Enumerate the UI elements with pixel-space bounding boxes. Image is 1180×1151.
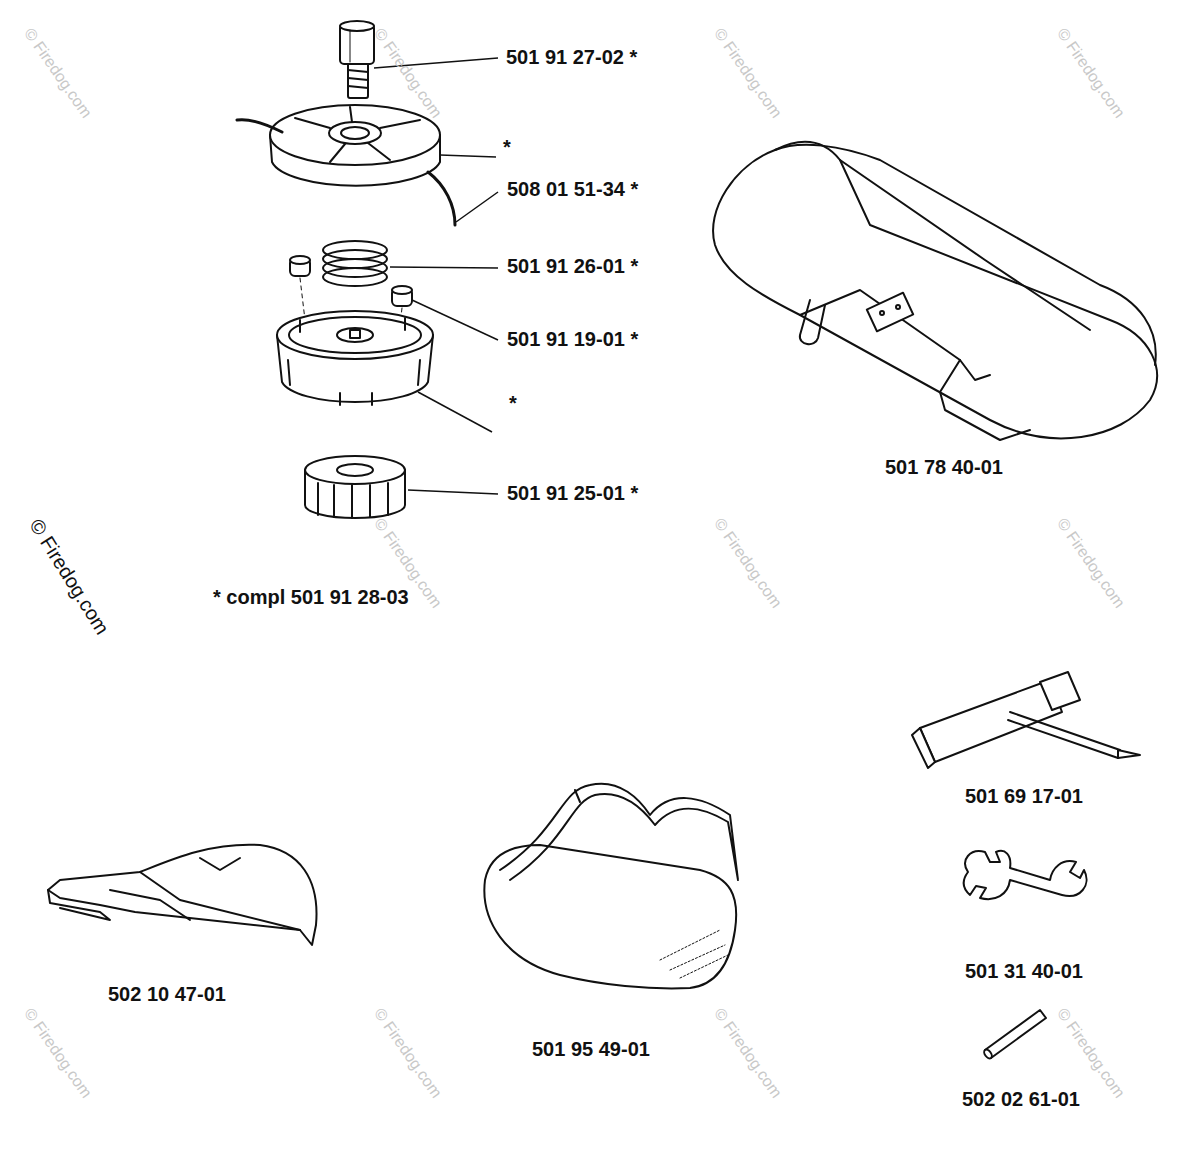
spool-cover — [237, 105, 455, 225]
part-number: 502 10 47-01 — [108, 983, 226, 1006]
spring — [323, 241, 387, 286]
wrench — [964, 851, 1087, 899]
kit-note: * compl 501 91 28-03 — [213, 586, 409, 609]
part-number: 501 69 17-01 — [965, 785, 1083, 808]
watermark: © Firedog.com — [20, 25, 95, 121]
part-number: 502 02 61-01 — [962, 1088, 1080, 1111]
watermark: © Firedog.com — [1053, 1005, 1128, 1101]
knob — [305, 456, 405, 518]
watermark: © Firedog.com — [710, 1005, 785, 1101]
leader-lines — [374, 58, 498, 494]
watermark: © Firedog.com — [710, 515, 785, 611]
bolt — [340, 21, 374, 98]
asterisk-mark: * — [509, 392, 517, 415]
part-number: 501 91 27-02 * — [506, 46, 637, 69]
watermark: © Firedog.com — [370, 1005, 445, 1101]
goggles — [484, 784, 738, 989]
part-number: 501 91 26-01 * — [507, 255, 638, 278]
harness — [713, 142, 1157, 440]
part-number: 501 95 49-01 — [532, 1038, 650, 1061]
watermark: © Firedog.com — [710, 25, 785, 121]
part-number: 501 78 40-01 — [885, 456, 1003, 479]
combination-tool — [912, 672, 1140, 768]
spool-housing — [277, 311, 433, 405]
watermark: © Firedog.com — [20, 1005, 95, 1101]
asterisk-mark: * — [503, 136, 511, 159]
part-number: 501 91 19-01 * — [507, 328, 638, 351]
watermark: © Firedog.com — [1053, 515, 1128, 611]
part-number: 501 91 25-01 * — [507, 482, 638, 505]
guard — [48, 845, 317, 945]
pin — [983, 1010, 1046, 1060]
watermark: © Firedog.com — [1053, 25, 1128, 121]
part-number: 508 01 51-34 * — [507, 178, 638, 201]
copyright-mark: © Firedog.com — [24, 515, 113, 639]
part-number: 501 31 40-01 — [965, 960, 1083, 983]
